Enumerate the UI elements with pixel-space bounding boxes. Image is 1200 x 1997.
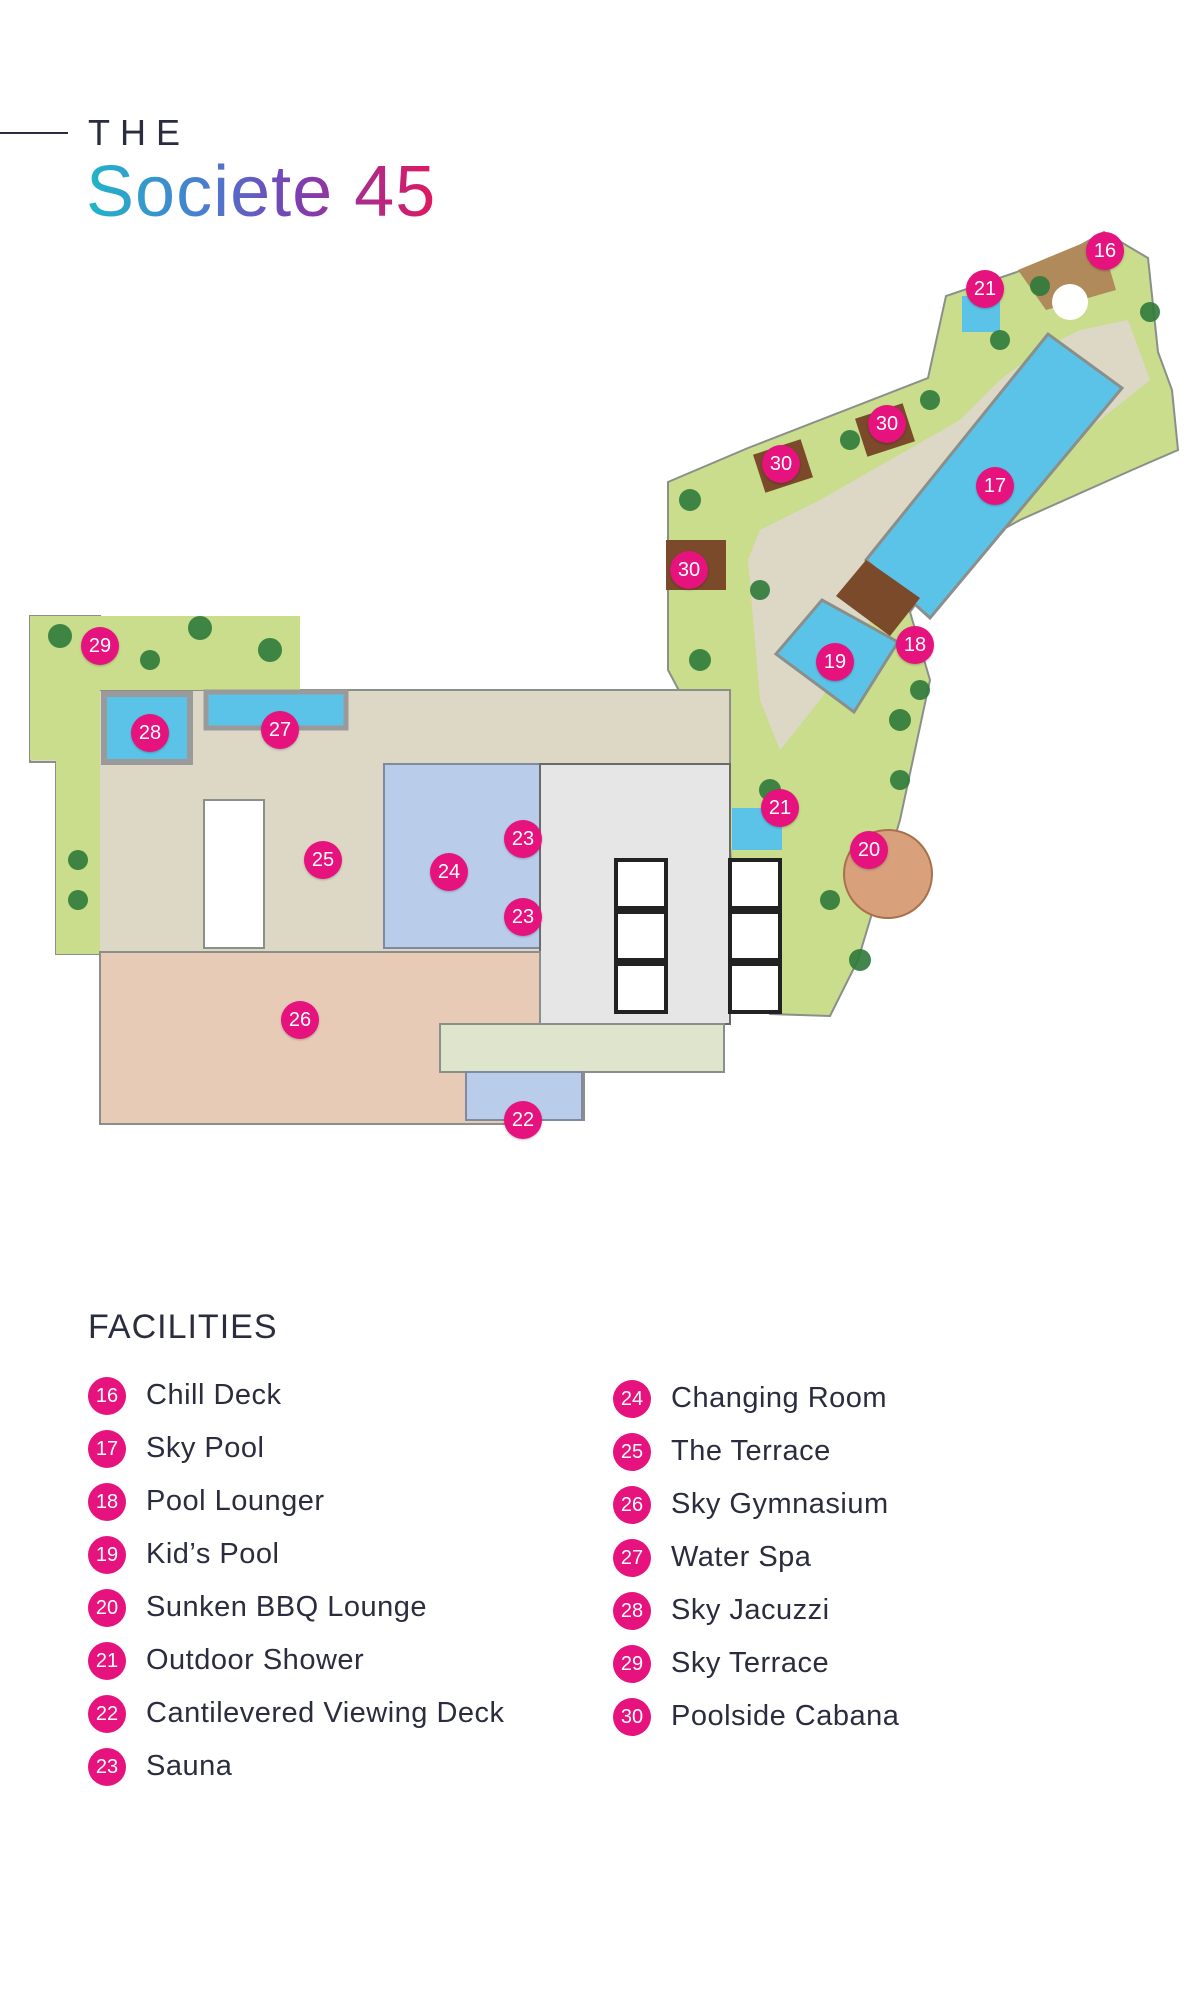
legend-badge: 29 bbox=[613, 1644, 651, 1683]
legend-label: Pool Lounger bbox=[146, 1485, 325, 1517]
legend-badge: 18 bbox=[88, 1482, 126, 1521]
legend-item: 26 Sky Gymnasium bbox=[613, 1478, 1138, 1531]
sky-terrace-garden bbox=[30, 616, 300, 954]
legend-item: 28 Sky Jacuzzi bbox=[613, 1584, 1138, 1637]
legend-label: Sky Gymnasium bbox=[671, 1488, 889, 1520]
brand-prefix: THE bbox=[88, 112, 190, 153]
lift-2 bbox=[614, 910, 668, 962]
marker-30-middle[interactable]: 30 bbox=[762, 445, 800, 483]
lift-3 bbox=[614, 962, 668, 1014]
pool-lounger-deck bbox=[836, 560, 920, 636]
legend-badge: 25 bbox=[613, 1432, 651, 1471]
brand-header: THE Societe 45 bbox=[0, 100, 600, 240]
legend-badge: 24 bbox=[613, 1379, 651, 1418]
legend-label: Sky Pool bbox=[146, 1432, 265, 1464]
facilities-column-left: 16 Chill Deck 17 Sky Pool 18 Pool Lounger 1… bbox=[88, 1369, 613, 1793]
legend-item: 20 Sunken BBQ Lounge bbox=[88, 1581, 613, 1634]
viewing-deck-walk bbox=[439, 1023, 725, 1073]
legend-item: 29 Sky Terrace bbox=[613, 1637, 1138, 1690]
marker-16[interactable]: 16 bbox=[1086, 232, 1124, 270]
marker-26[interactable]: 26 bbox=[281, 1001, 319, 1039]
facility-markers: 16 21 30 30 17 30 29 18 19 28 27 21 23 2… bbox=[81, 232, 1124, 1139]
facilities-title: FACILITIES bbox=[88, 1308, 278, 1346]
legend-label: Cantilevered Viewing Deck bbox=[146, 1697, 505, 1729]
lift-5 bbox=[728, 910, 782, 962]
legend-label: Sky Jacuzzi bbox=[671, 1594, 830, 1626]
legend-item: 21 Outdoor Shower bbox=[88, 1634, 613, 1687]
marker-17[interactable]: 17 bbox=[976, 467, 1014, 505]
legend-badge: 19 bbox=[88, 1535, 126, 1574]
legend-badge: 16 bbox=[88, 1376, 126, 1415]
marker-21-upper[interactable]: 21 bbox=[966, 270, 1004, 308]
marker-29[interactable]: 29 bbox=[81, 627, 119, 665]
marker-30-left[interactable]: 30 bbox=[670, 551, 708, 589]
header-rule bbox=[0, 132, 68, 134]
chill-deck-umbrella bbox=[1052, 284, 1088, 320]
legend-badge: 17 bbox=[88, 1429, 126, 1468]
stair-core-left bbox=[203, 799, 265, 949]
legend-item: 19 Kid’s Pool bbox=[88, 1528, 613, 1581]
legend-label: Chill Deck bbox=[146, 1379, 282, 1411]
legend-label: Kid’s Pool bbox=[146, 1538, 280, 1570]
legend-item: 22 Cantilevered Viewing Deck bbox=[88, 1687, 613, 1740]
legend-badge: 30 bbox=[613, 1697, 651, 1736]
legend-label: Changing Room bbox=[671, 1382, 888, 1414]
legend-badge: 21 bbox=[88, 1641, 126, 1680]
legend-item: 16 Chill Deck bbox=[88, 1369, 613, 1422]
legend-badge: 26 bbox=[613, 1485, 651, 1524]
marker-21-lower[interactable]: 21 bbox=[761, 789, 799, 827]
marker-24[interactable]: 24 bbox=[430, 853, 468, 891]
legend-badge: 27 bbox=[613, 1538, 651, 1577]
legend-item: 25 The Terrace bbox=[613, 1425, 1138, 1478]
legend-label: Sunken BBQ Lounge bbox=[146, 1591, 427, 1623]
marker-28[interactable]: 28 bbox=[131, 714, 169, 752]
legend-item: 24 Changing Room bbox=[613, 1372, 1138, 1425]
marker-25[interactable]: 25 bbox=[304, 841, 342, 879]
legend-label: Sky Terrace bbox=[671, 1647, 830, 1679]
facilities-column-right: 24 Changing Room 25 The Terrace 26 Sky Gymn… bbox=[613, 1369, 1138, 1793]
legend-badge: 28 bbox=[613, 1591, 651, 1630]
lift-4 bbox=[728, 858, 782, 910]
legend-item: 17 Sky Pool bbox=[88, 1422, 613, 1475]
legend-label: Poolside Cabana bbox=[671, 1700, 900, 1732]
facilities-columns: 16 Chill Deck 17 Sky Pool 18 Pool Lounger 1… bbox=[88, 1369, 1138, 1793]
marker-23-upper[interactable]: 23 bbox=[504, 820, 542, 858]
legend-badge: 23 bbox=[88, 1747, 126, 1786]
legend-item: 18 Pool Lounger bbox=[88, 1475, 613, 1528]
legend-item: 27 Water Spa bbox=[613, 1531, 1138, 1584]
marker-18[interactable]: 18 bbox=[896, 626, 934, 664]
marker-19[interactable]: 19 bbox=[816, 643, 854, 681]
legend-label: Sauna bbox=[146, 1750, 233, 1782]
legend-item: 23 Sauna bbox=[88, 1740, 613, 1793]
legend-badge: 22 bbox=[88, 1694, 126, 1733]
marker-23-lower[interactable]: 23 bbox=[504, 898, 542, 936]
marker-27[interactable]: 27 bbox=[261, 711, 299, 749]
marker-30-upper[interactable]: 30 bbox=[868, 405, 906, 443]
lift-6 bbox=[728, 962, 782, 1014]
legend-label: Outdoor Shower bbox=[146, 1644, 365, 1676]
legend-label: Water Spa bbox=[671, 1541, 812, 1573]
legend-label: The Terrace bbox=[671, 1435, 831, 1467]
legend-item: 30 Poolside Cabana bbox=[613, 1690, 1138, 1743]
floor-plan-drawing bbox=[29, 230, 1180, 1125]
brand-name: Societe 45 bbox=[86, 152, 437, 232]
marker-20[interactable]: 20 bbox=[850, 831, 888, 869]
legend-badge: 20 bbox=[88, 1588, 126, 1627]
marker-22[interactable]: 22 bbox=[504, 1101, 542, 1139]
floor-plan: 16 21 30 30 17 30 29 18 19 28 27 21 23 2… bbox=[29, 230, 1180, 1139]
lift-1 bbox=[614, 858, 668, 910]
